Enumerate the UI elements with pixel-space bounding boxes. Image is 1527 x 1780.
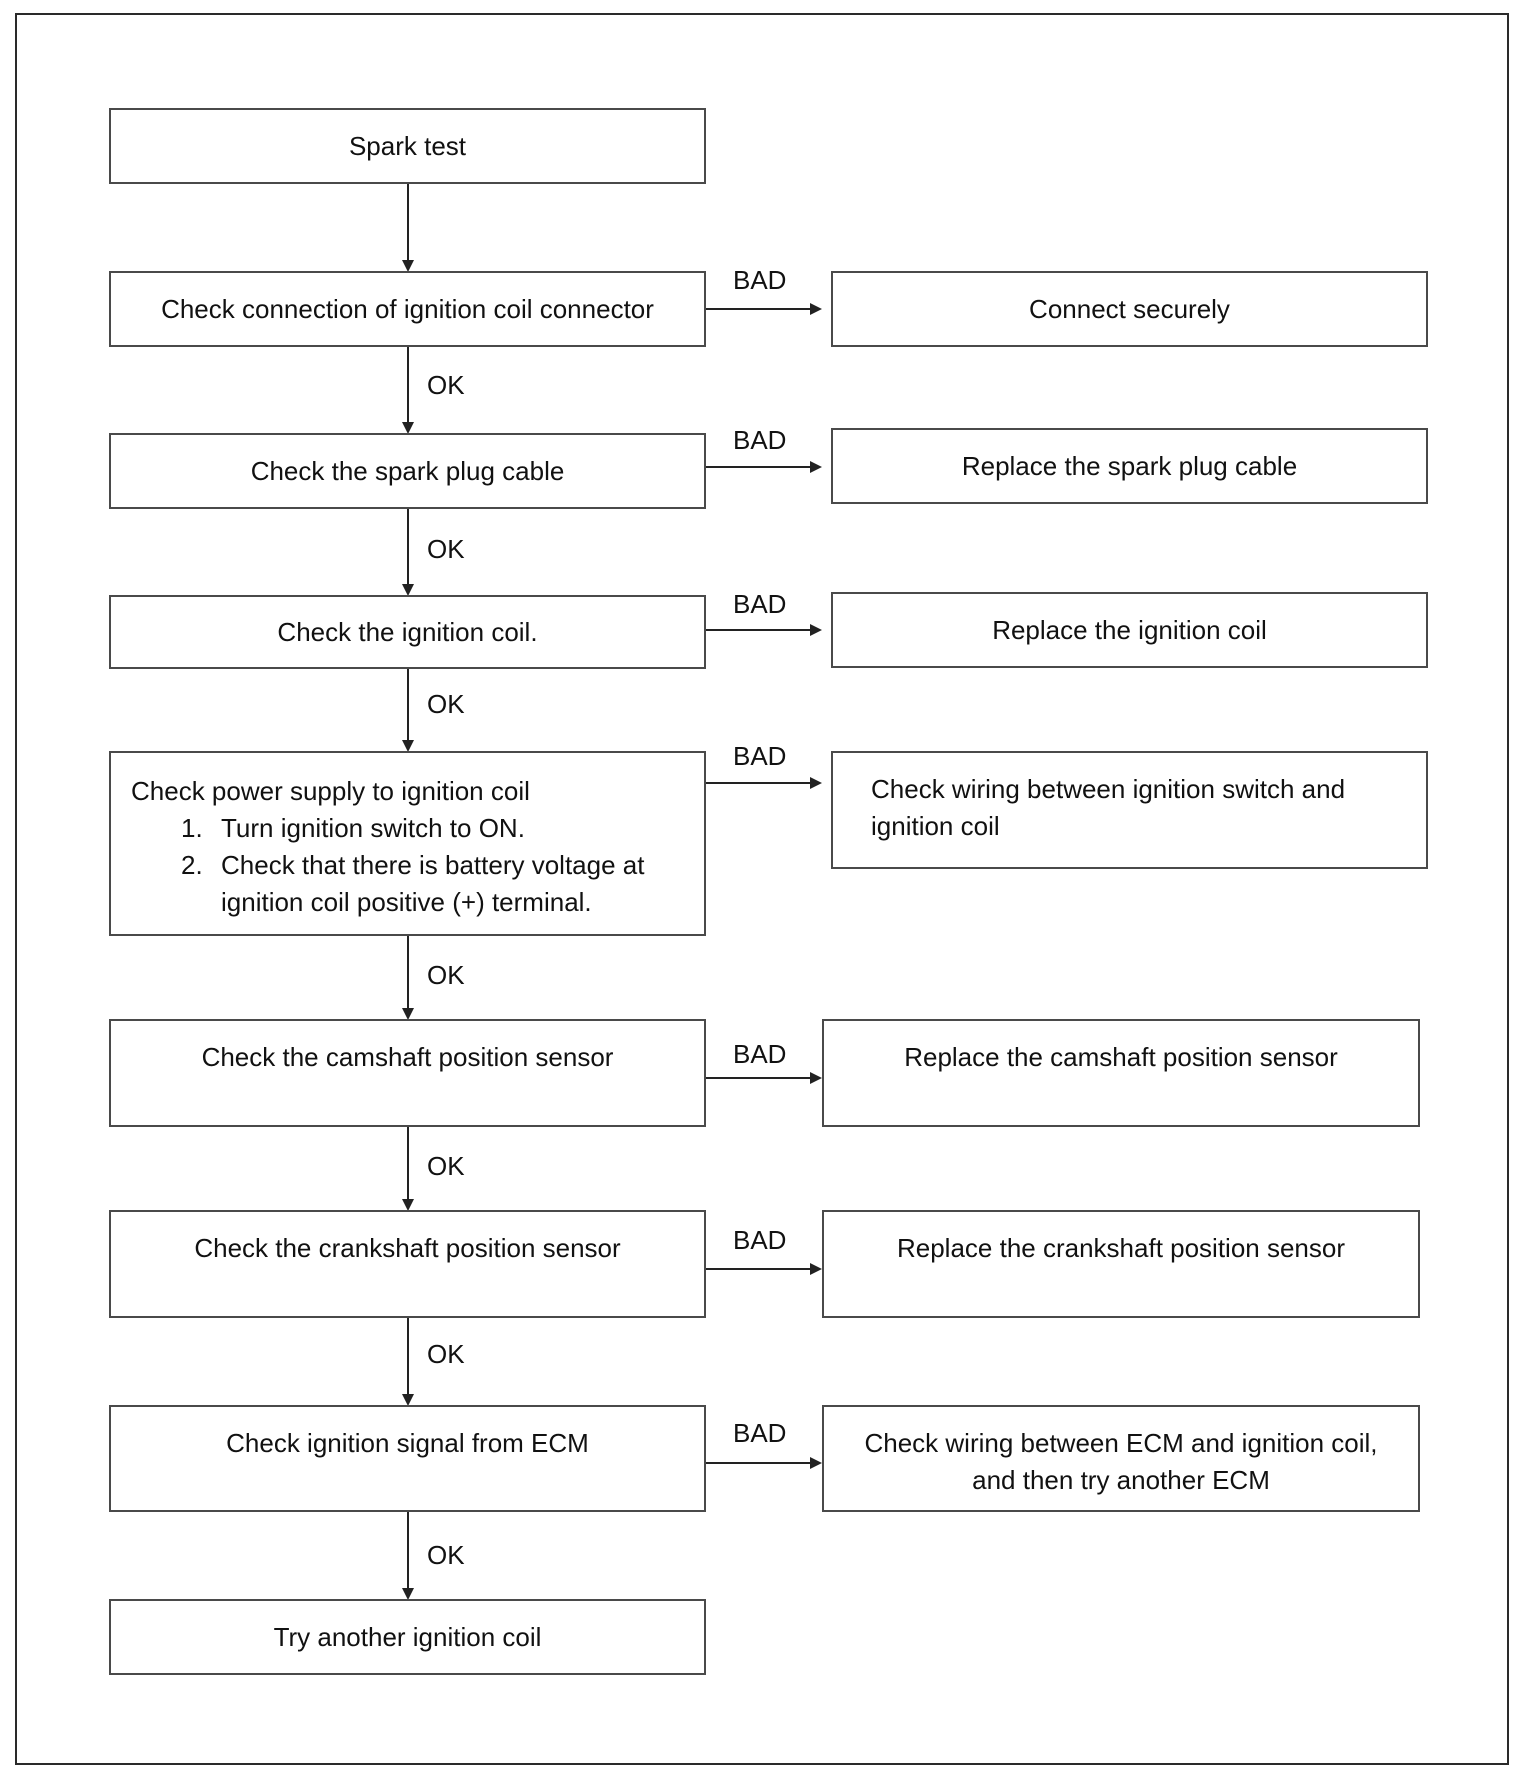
step-label: Try another ignition coil [273, 1621, 542, 1652]
substep-item: 2. Check that there is battery voltage a… [181, 847, 704, 921]
step-check-power-supply: Check power supply to ignition coil 1. T… [109, 751, 706, 936]
bad-label: BAD [733, 589, 787, 619]
bad-label: BAD [733, 265, 787, 295]
remedy-replace-ignition-coil: Replace the ignition coil [831, 592, 1428, 668]
step-spark-test: Spark test [109, 108, 706, 184]
remedy-label-line-2: and then try another ECM [972, 1465, 1270, 1495]
bad-label: BAD [733, 1418, 787, 1448]
step-label: Check the camshaft position sensor [201, 1042, 614, 1072]
remedy-label: Check wiring between ignition switch and… [871, 774, 1346, 841]
step-label: Check ignition signal from ECM [226, 1428, 589, 1458]
substep-text: Turn ignition switch to ON. [221, 813, 525, 843]
remedy-replace-spark-plug-cable: Replace the spark plug cable [831, 428, 1428, 504]
substep-item: 1. Turn ignition switch to ON. [181, 810, 704, 847]
remedy-label: Connect securely [1029, 293, 1230, 324]
ok-label: OK [427, 1540, 465, 1570]
step-label: Check the ignition coil. [277, 616, 538, 647]
step-check-camshaft-sensor: Check the camshaft position sensor [109, 1019, 706, 1127]
bad-label: BAD [733, 741, 787, 771]
substep-number: 2. [181, 850, 203, 880]
ok-label: OK [427, 960, 465, 990]
bad-label: BAD [733, 1039, 787, 1069]
remedy-label: Replace the spark plug cable [961, 450, 1298, 481]
ok-label: OK [427, 534, 465, 564]
step-label: Check connection of ignition coil connec… [161, 293, 654, 324]
ok-label: OK [427, 689, 465, 719]
diagram-frame [15, 13, 1509, 1765]
step-label: Check power supply to ignition coil [131, 776, 530, 806]
remedy-label: Replace the crankshaft position sensor [896, 1233, 1346, 1263]
remedy-label-line-1: Check wiring between ECM and ignition co… [864, 1428, 1378, 1458]
step-check-connector: Check connection of ignition coil connec… [109, 271, 706, 347]
substep-number: 1. [181, 813, 203, 843]
bad-label: BAD [733, 425, 787, 455]
step-label: Spark test [348, 130, 467, 161]
step-try-another-coil: Try another ignition coil [109, 1599, 706, 1675]
remedy-label: Replace the camshaft position sensor [904, 1042, 1338, 1072]
power-supply-substeps: 1. Turn ignition switch to ON. 2. Check … [131, 810, 704, 921]
remedy-label: Replace the ignition coil [992, 614, 1267, 645]
step-label: Check the crankshaft position sensor [194, 1233, 621, 1263]
ok-label: OK [427, 1339, 465, 1369]
ok-label: OK [427, 370, 465, 400]
bad-label: BAD [733, 1225, 787, 1255]
step-check-crankshaft-sensor: Check the crankshaft position sensor [109, 1210, 706, 1318]
remedy-connect-securely: Connect securely [831, 271, 1428, 347]
remedy-replace-crankshaft-sensor: Replace the crankshaft position sensor [822, 1210, 1420, 1318]
step-check-ecm-signal: Check ignition signal from ECM [109, 1405, 706, 1512]
remedy-check-switch-wiring: Check wiring between ignition switch and… [831, 751, 1428, 869]
remedy-check-ecm-wiring: Check wiring between ECM and ignition co… [822, 1405, 1420, 1512]
step-check-ignition-coil: Check the ignition coil. [109, 595, 706, 669]
remedy-replace-camshaft-sensor: Replace the camshaft position sensor [822, 1019, 1420, 1127]
substep-text: Check that there is battery voltage at i… [221, 850, 645, 917]
step-check-spark-plug-cable: Check the spark plug cable [109, 433, 706, 509]
ok-label: OK [427, 1151, 465, 1181]
step-label: Check the spark plug cable [250, 455, 565, 486]
